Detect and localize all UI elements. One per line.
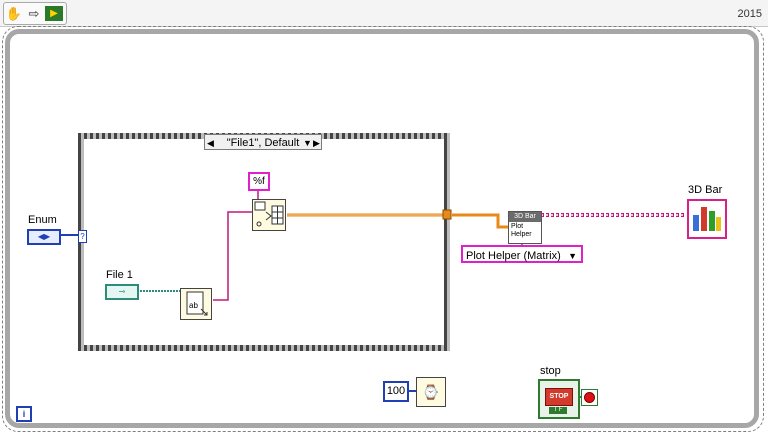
version-label: 2015 bbox=[737, 8, 762, 20]
bar3d-indicator-icon[interactable] bbox=[687, 199, 727, 239]
stop-button-face: STOP bbox=[545, 388, 573, 406]
plot-helper-node[interactable]: 3D Bar Plot Helper bbox=[508, 211, 542, 244]
read-spreadsheet-icon[interactable]: ab bbox=[180, 288, 212, 320]
plot-helper-ring-constant[interactable]: Plot Helper (Matrix) ▼ bbox=[461, 245, 583, 263]
plot-helper-ring-value: Plot Helper (Matrix) bbox=[466, 250, 561, 262]
hand-tool-icon[interactable]: ✋ bbox=[5, 6, 23, 21]
file-label: File 1 bbox=[106, 269, 133, 281]
case-decrement-icon[interactable]: ◀ bbox=[207, 138, 214, 148]
case-selector[interactable]: ◀ "File1", Default ▼ ▶ bbox=[204, 134, 322, 150]
run-arrow-icon[interactable]: ⇨ bbox=[28, 6, 40, 21]
iteration-terminal-icon: i bbox=[16, 406, 32, 422]
while-loop-outline bbox=[2, 26, 764, 432]
toolbar-button-group: ✋ ⇨ ▶ bbox=[3, 2, 67, 25]
wait-ms-constant[interactable]: 100 bbox=[383, 381, 409, 402]
case-selector-value: "File1", Default bbox=[226, 137, 300, 149]
enum-control-terminal[interactable]: ◀▶ bbox=[27, 229, 61, 245]
enum-label: Enum bbox=[28, 214, 57, 226]
stop-label: stop bbox=[540, 365, 561, 377]
ring-dropdown-icon[interactable]: ▼ bbox=[568, 251, 577, 261]
case-dropdown-icon[interactable]: ▼ bbox=[303, 138, 312, 148]
context-help-icon[interactable]: ▶ bbox=[45, 6, 63, 21]
wait-timer-icon[interactable]: ⌚ bbox=[416, 377, 446, 407]
plot-helper-title: 3D Bar bbox=[509, 212, 541, 222]
bar3d-label: 3D Bar bbox=[688, 184, 723, 196]
plot-helper-text: Plot Helper bbox=[511, 223, 532, 238]
loop-condition-terminal[interactable] bbox=[581, 389, 598, 406]
case-increment-icon[interactable]: ▶ bbox=[313, 138, 320, 148]
format-string-constant[interactable]: %f bbox=[248, 172, 270, 191]
case-selector-terminal: ? bbox=[78, 230, 87, 243]
stop-button-terminal[interactable]: STOP T F bbox=[538, 379, 580, 419]
svg-text:ab: ab bbox=[189, 301, 198, 310]
path-control-terminal[interactable]: ⊸ bbox=[105, 284, 139, 300]
spreadsheet-string-to-array-icon[interactable] bbox=[252, 199, 286, 231]
boolean-tf-label: T F bbox=[549, 407, 567, 414]
